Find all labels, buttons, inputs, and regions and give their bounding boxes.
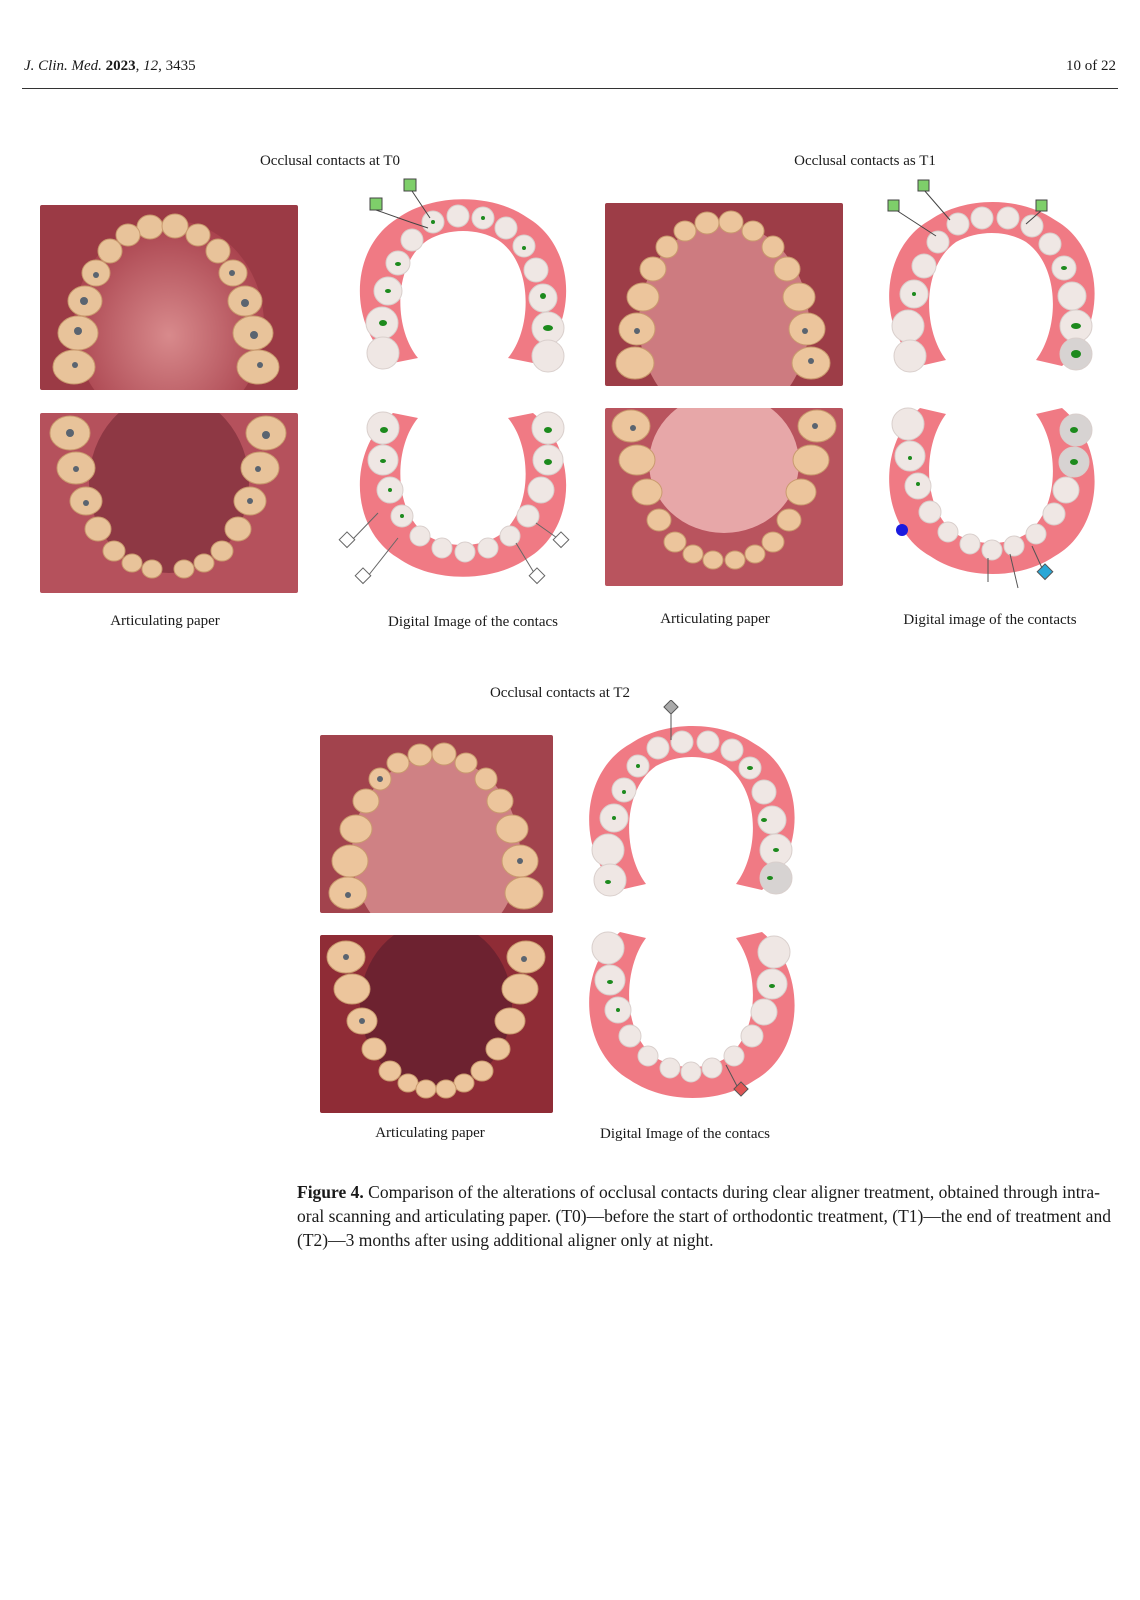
upper-arch-photo-graphic [320, 735, 553, 913]
figure-caption: Figure 4. Comparison of the alterations … [297, 1180, 1117, 1252]
panel-t0-digital-image [338, 178, 588, 598]
journal-volume: 12 [143, 58, 159, 74]
panel-t2-digital-image [570, 700, 810, 1120]
panel-t1-lower-photo [605, 408, 843, 586]
article-number: 3435 [165, 58, 196, 74]
upper-arch-photo-graphic [605, 203, 843, 386]
panel-t2-lower-photo [320, 935, 553, 1113]
panel-t0-upper-photo [40, 205, 298, 390]
page-number: 10 of 22 [1066, 58, 1116, 74]
panel-t0-lower-photo [40, 413, 298, 593]
panel-t2-title: Occlusal contacts at T2 [489, 685, 631, 701]
panel-t1-digital-image [870, 178, 1110, 598]
journal-year: 2023 [105, 58, 136, 74]
panel-t1-photo-label: Articulating paper [660, 611, 770, 627]
journal-name: J. Clin. Med. [24, 58, 102, 74]
digital-arch-graphic [338, 178, 570, 585]
header-divider [22, 88, 1118, 89]
panel-t2-upper-photo [320, 735, 553, 913]
lower-arch-photo-graphic [605, 408, 843, 586]
panel-t0-digital-label: Digital Image of the contacs [388, 614, 558, 630]
lower-arch-photo-graphic [320, 935, 553, 1113]
panel-t2-digital-label: Digital Image of the contacs [600, 1126, 770, 1142]
panel-t1-digital-label: Digital image of the contacts [903, 612, 1077, 628]
panel-t0-photo-label: Articulating paper [110, 613, 220, 629]
figure-caption-text: Comparison of the alterations of occlusa… [297, 1182, 1111, 1250]
figure-caption-label: Figure 4. [297, 1182, 364, 1202]
digital-arch-graphic [589, 700, 795, 1098]
lower-arch-photo-graphic [40, 413, 298, 593]
panel-t2-photo-label: Articulating paper [375, 1125, 485, 1141]
panel-t0-title: Occlusal contacts at T0 [259, 153, 401, 169]
digital-arch-graphic [887, 179, 1095, 589]
panel-t1-upper-photo [605, 203, 843, 386]
upper-arch-photo-graphic [40, 205, 298, 390]
panel-t1-title: Occlusal contacts as T1 [794, 153, 936, 169]
running-header: J. Clin. Med. 2023, 12, 3435 [24, 58, 196, 74]
